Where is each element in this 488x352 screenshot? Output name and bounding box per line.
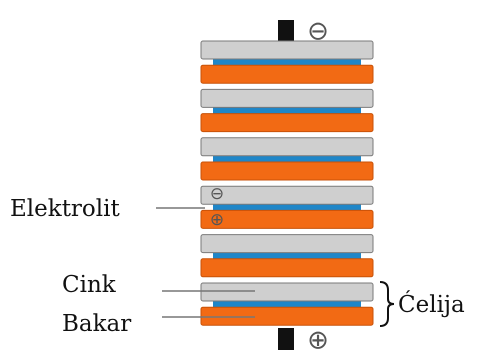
copper-plate [200, 161, 374, 181]
plate-stack [200, 40, 374, 326]
electrolyte-label: Elektrolit [10, 196, 120, 222]
negative-terminal [278, 20, 294, 42]
copper-plate [200, 113, 374, 133]
zinc-label: Cink [62, 272, 117, 298]
zinc-plate [200, 88, 374, 108]
electrolyte-layer [213, 154, 361, 163]
copper-plate-positive-sign: ⊕ [210, 210, 224, 230]
cell-brace [379, 281, 395, 327]
zinc-plate [200, 282, 374, 302]
zinc-plate [200, 40, 374, 60]
copper-plate [200, 258, 374, 278]
copper-plate [200, 64, 374, 84]
positive-terminal [278, 328, 294, 350]
zinc-plate [200, 185, 374, 205]
positive-terminal-sign: ⊕ [307, 326, 329, 352]
negative-terminal-sign: ⊖ [307, 17, 329, 47]
electrolyte-layer [213, 106, 361, 115]
zinc-plate [200, 234, 374, 254]
copper-label: Bakar [62, 311, 131, 337]
cell-label: Ćelija [398, 291, 465, 318]
copper-plate [200, 306, 374, 326]
electrolyte-layer [213, 203, 361, 212]
zinc-plate-negative-sign: ⊖ [210, 184, 224, 204]
electrolyte-layer [213, 251, 361, 260]
electrolyte-layer [213, 300, 361, 309]
copper-plate [200, 209, 374, 229]
electrolyte-layer [213, 58, 361, 67]
zinc-plate [200, 137, 374, 157]
